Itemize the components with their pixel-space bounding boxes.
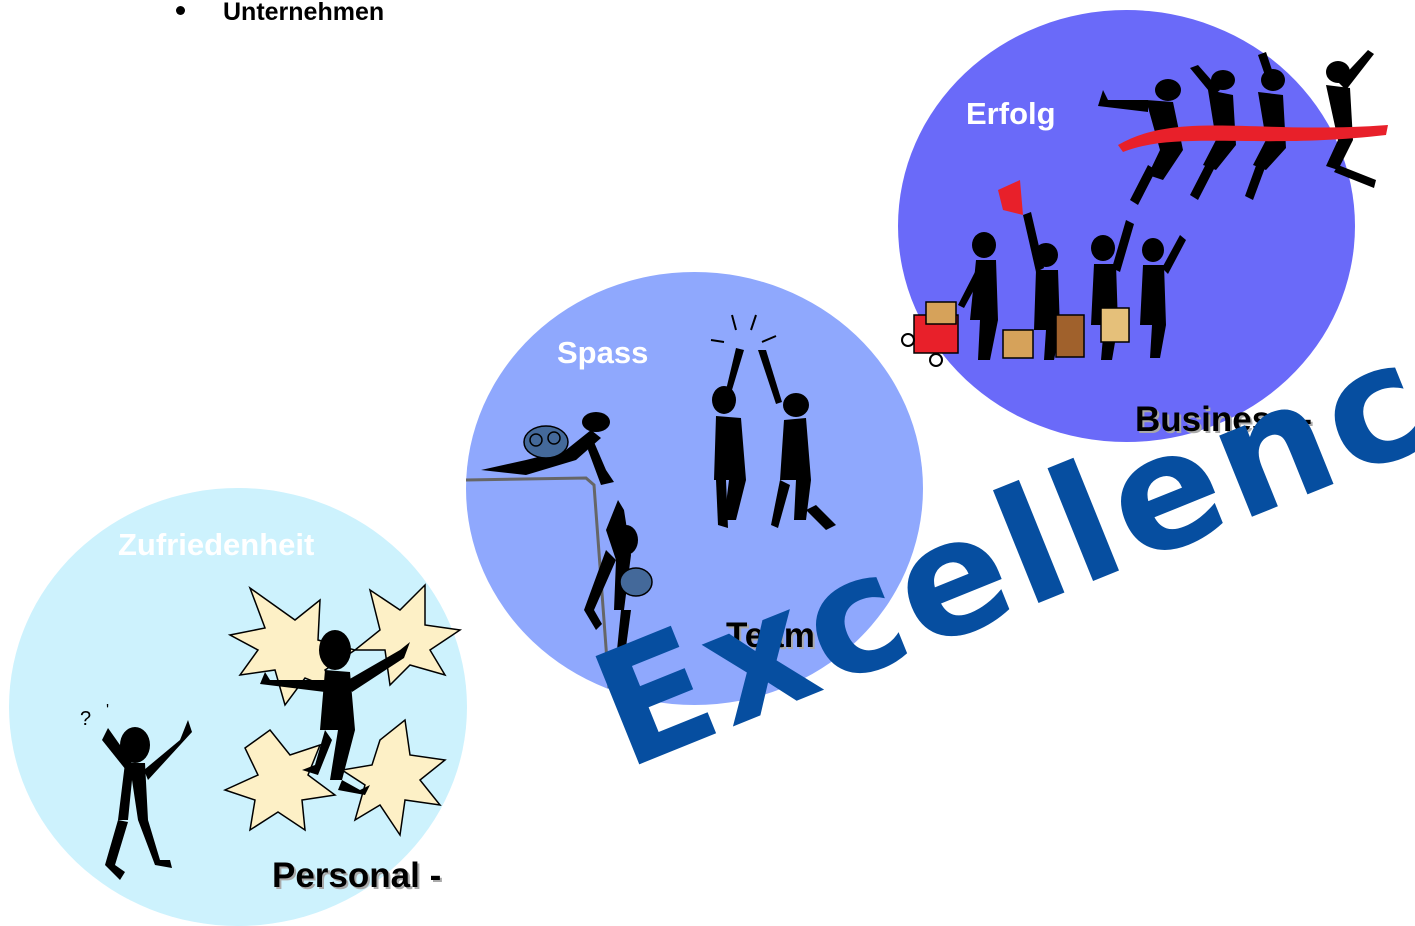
confused-and-happy-stick-figures-illustration: ? ': [80, 583, 463, 880]
svg-text:?: ?: [80, 708, 91, 730]
level-label-personal: Personal -: [272, 856, 442, 895]
climbers-and-high-five-illustration: [465, 314, 836, 689]
personal-bubble: [9, 488, 467, 926]
level-label-business: Business -: [1135, 400, 1312, 439]
bullet-text: Unternehmen: [223, 0, 385, 26]
svg-text:': ': [106, 702, 109, 719]
bubble-word-spass: Spass: [557, 335, 649, 370]
finish-line-and-celebrating-team-illustration: [901, 50, 1388, 367]
level-label-team: Team -: [726, 616, 837, 655]
bubble-word-erfolg: Erfolg: [966, 96, 1056, 131]
bubble-word-zufriedenheit: Zufriedenheit: [118, 527, 315, 562]
bullet-dot-icon: [176, 5, 185, 15]
bullet-item: Unternehmen: [176, 0, 384, 27]
team-bubble: [466, 272, 923, 705]
